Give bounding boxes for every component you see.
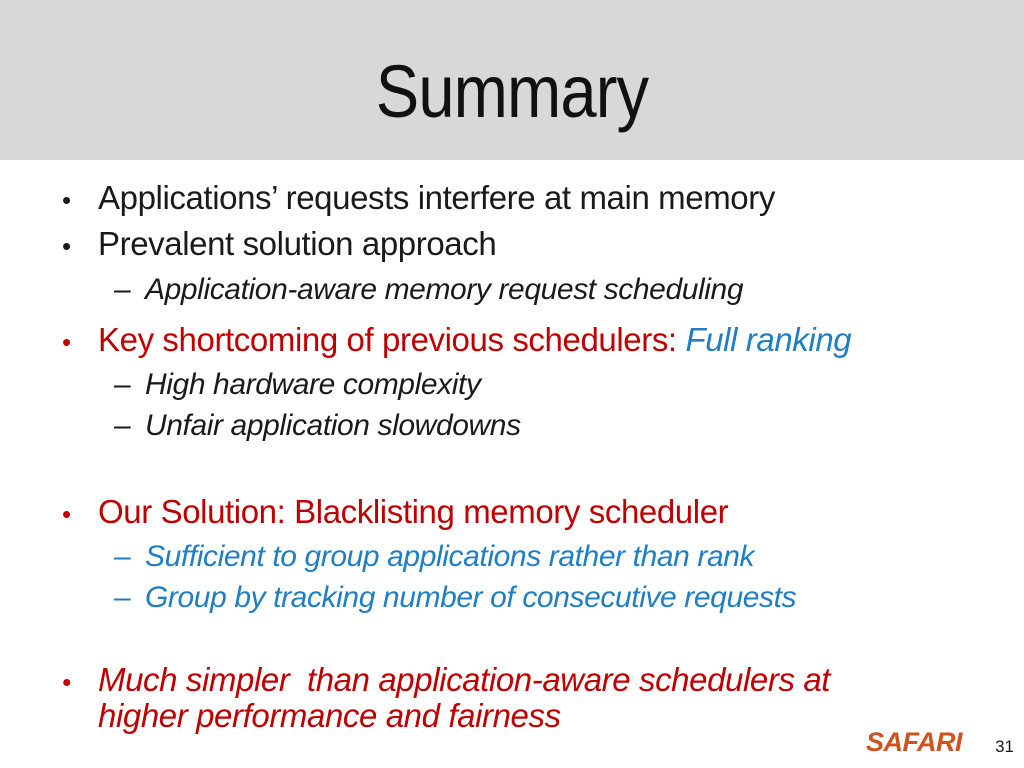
sub-bullet-item: – Unfair application slowdowns [114,405,972,446]
bullet-item: • Key shortcoming of previous schedulers… [62,318,972,364]
bullet-text-segment: Full ranking [685,321,852,358]
bullet-text: Key shortcoming of previous schedulers: … [98,318,852,362]
bullet-icon: • [62,499,71,529]
page-title: Summary [375,50,649,133]
sub-bullet-item: – High hardware complexity [114,364,972,405]
sub-bullet-item: – Group by tracking number of consecutiv… [114,577,972,618]
dash-icon: – [114,409,131,442]
sub-bullet-item: – Sufficient to group applications rathe… [114,536,972,577]
bullet-text: Our Solution: Blacklisting memory schedu… [98,493,729,530]
bullet-text: Prevalent solution approach [98,225,497,262]
bullet-text: Much simpler than application-aware sche… [98,661,839,734]
sub-bullet-text: High hardware complexity [145,368,481,401]
sub-bullet-item: – Application-aware memory request sched… [114,268,972,312]
bullet-icon: • [62,327,71,357]
bullet-icon: • [62,667,71,697]
slide-body: • Applications’ requests interfere at ma… [62,176,972,734]
bullet-item: • Prevalent solution approach [62,222,972,268]
dash-icon: – [114,368,131,401]
sub-bullet-text: Sufficient to group applications rather … [145,540,755,573]
dash-icon: – [114,581,131,614]
sub-bullet-text: Unfair application slowdowns [145,409,521,442]
bullet-item: • Applications’ requests interfere at ma… [62,176,972,222]
page-number: 31 [995,737,1014,756]
bullet-icon: • [62,231,71,261]
title-band [0,0,1024,160]
sub-bullet-text: Group by tracking number of consecutive … [145,581,797,614]
spacer [62,446,972,490]
bullet-text-segment: Key shortcoming of previous schedulers: [98,321,686,358]
dash-icon: – [114,540,131,573]
spacer [62,618,972,662]
sub-bullet-text: Application-aware memory request schedul… [145,273,744,306]
bullet-item: • Our Solution: Blacklisting memory sche… [62,490,972,536]
safari-logo: SAFARI [865,727,963,757]
bullet-text: Applications’ requests interfere at main… [98,179,775,216]
dash-icon: – [114,273,131,306]
bullet-icon: • [62,185,71,215]
bullet-item: • Much simpler than application-aware sc… [62,662,922,734]
